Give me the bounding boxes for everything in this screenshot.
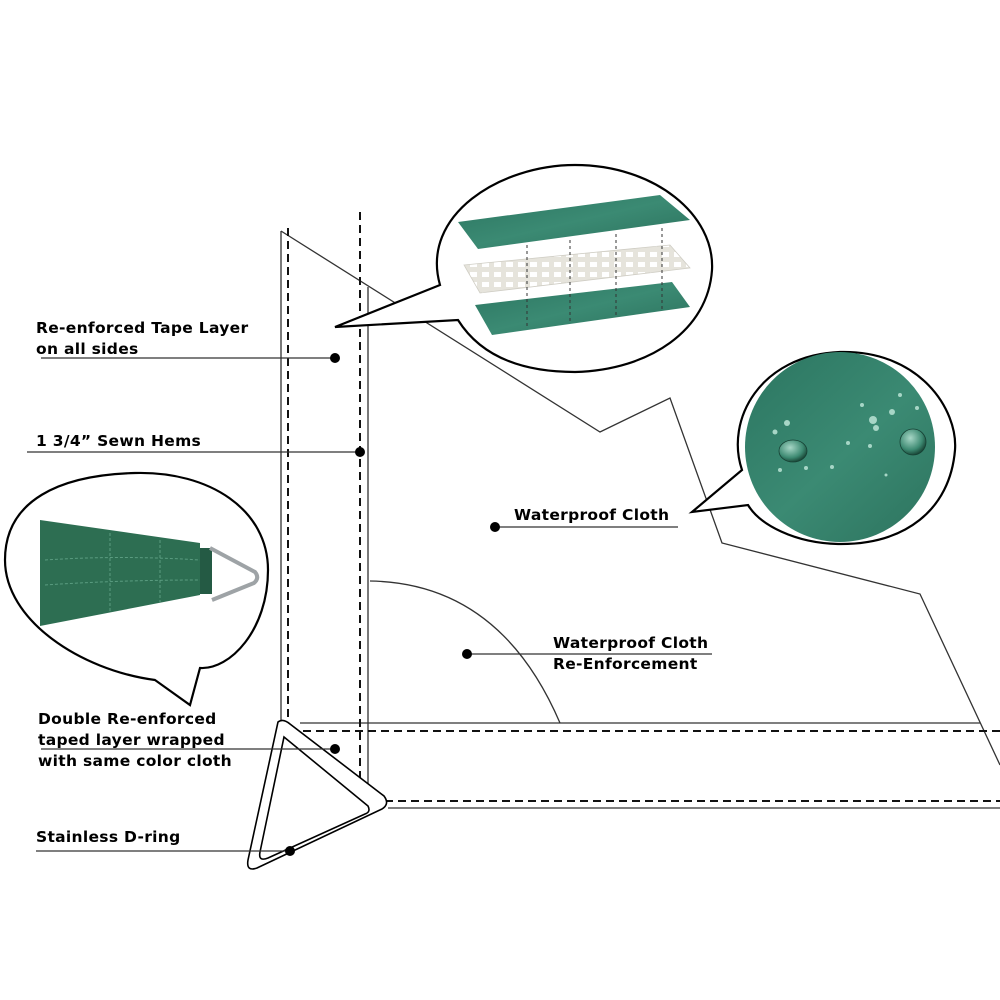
callout-cloth-reinforcement: Waterproof Cloth Re-Enforcement — [553, 633, 708, 675]
d-ring-shape — [246, 719, 388, 870]
hem-stitching — [287, 212, 1000, 802]
callout-tape-layer-line1: Re-enforced Tape Layer — [36, 319, 249, 337]
callout-d-ring-line1: Stainless D-ring — [36, 828, 181, 846]
callout-double-taped-layer: Double Re-enforced taped layer wrapped w… — [38, 709, 232, 772]
callout-double-taped-line1: Double Re-enforced — [38, 710, 217, 728]
callout-sewn-hems: 1 3/4” Sewn Hems — [36, 431, 201, 452]
callout-cloth-reinforcement-line2: Re-Enforcement — [553, 655, 698, 673]
callout-tape-layer-line2: on all sides — [36, 340, 139, 358]
callout-d-ring: Stainless D-ring — [36, 827, 181, 848]
callout-tape-layer: Re-enforced Tape Layer on all sides — [36, 318, 248, 360]
callout-sewn-hems-line1: 1 3/4” Sewn Hems — [36, 432, 202, 450]
leader-lines — [27, 353, 712, 856]
inset-water-droplets — [688, 350, 957, 546]
callout-waterproof-cloth: Waterproof Cloth — [514, 505, 669, 526]
callout-cloth-reinforcement-line1: Waterproof Cloth — [553, 634, 709, 652]
reinforcement-arc — [369, 580, 561, 724]
callout-double-taped-line2: taped layer wrapped — [38, 731, 225, 749]
inset-corner-ring — [3, 471, 270, 707]
callout-waterproof-cloth-line1: Waterproof Cloth — [514, 506, 670, 524]
sail-outline — [280, 230, 1000, 809]
inset-layer-stack — [334, 163, 714, 374]
callout-double-taped-line3: with same color cloth — [38, 752, 232, 770]
